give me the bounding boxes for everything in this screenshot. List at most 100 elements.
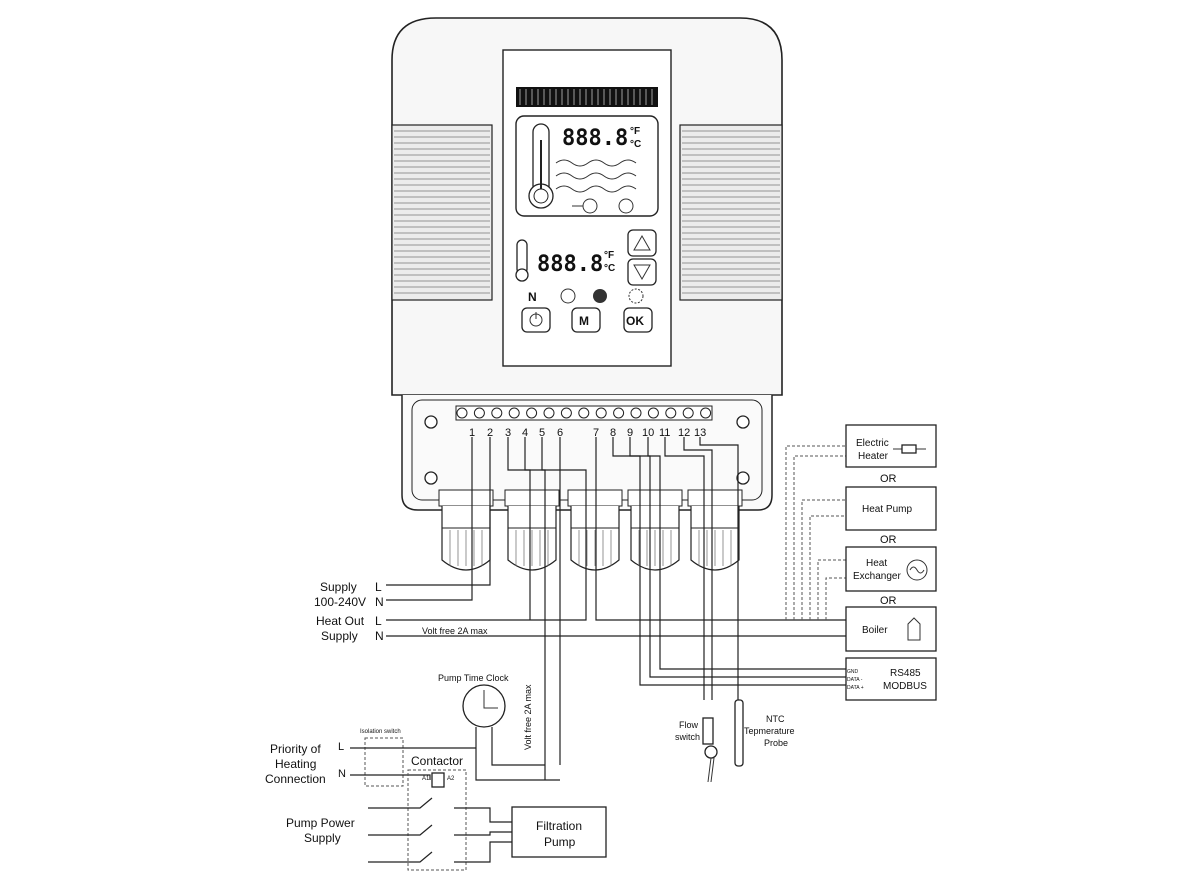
controller-housing: 888.8 °F °C 888.8 °F °C N [391, 17, 783, 396]
mode-button[interactable]: M [571, 307, 601, 333]
flow-switch-label-2: switch [675, 732, 700, 742]
ok-button-label: OK [626, 314, 644, 328]
boiler-box: Boiler [845, 606, 937, 652]
terminal-number-4: 4 [522, 427, 528, 439]
mode-button-label: M [579, 314, 589, 328]
gnd-label: GND [847, 669, 859, 675]
terminal-number-13: 13 [694, 427, 706, 439]
a2-label: A2 [447, 776, 455, 782]
filtration-label-1: Filtration [536, 819, 582, 833]
heat-out-label: Heat Out [316, 614, 365, 628]
screw-icon [736, 415, 750, 429]
supply-voltage-label: 100-240V [314, 595, 366, 609]
terminal-number-8: 8 [610, 427, 616, 439]
cable-gland [438, 489, 494, 571]
lower-temp-readout: 888.8 [537, 252, 603, 277]
indicator-dot-icon [618, 198, 634, 214]
terminal-number-1: 1 [469, 427, 475, 439]
unit-f-label-2: °F [604, 250, 614, 261]
ntc-label-2: Tepmerature [744, 726, 795, 736]
terminal-number-3: 3 [505, 427, 511, 439]
rs485-modbus-box: GND DATA - DATA + RS485 MODBUS [845, 657, 937, 701]
contactor-label: Contactor [411, 754, 463, 768]
flow-switch-label-1: Flow [679, 720, 699, 730]
electric-heater-box: Electric Heater [845, 424, 937, 468]
pump-power-label-1: Pump Power [286, 816, 355, 830]
cable-gland [504, 489, 560, 571]
terminal-number-6: 6 [557, 427, 563, 439]
data-minus-label: DATA - [847, 677, 863, 683]
fan-icon [593, 289, 607, 303]
priority-label-3: Connection [265, 772, 326, 786]
ntc-label-3: Probe [764, 738, 788, 748]
electric-heater-label-1: Electric [856, 438, 889, 449]
heat-exchanger-label-2: Exchanger [853, 571, 901, 582]
terminal-number-2: 2 [487, 427, 493, 439]
priority-label-2: Heating [275, 757, 316, 771]
terminal-number-5: 5 [539, 427, 545, 439]
up-arrow-icon [633, 234, 651, 251]
ntc-temperature-probe: NTC Tepmerature Probe [734, 699, 795, 767]
terminal-number-11: 11 [659, 427, 670, 439]
down-button[interactable] [627, 258, 657, 286]
contactor-coil [431, 772, 445, 788]
gear-icon [628, 288, 644, 304]
or-label-2: OR [880, 534, 897, 546]
terminal-number-10: 10 [642, 427, 654, 439]
supply-labels: Supply 100-240V L N Heat Out Supply L N … [314, 580, 488, 643]
boiler-icon [907, 617, 921, 641]
terminal-number-7: 7 [593, 427, 599, 439]
network-indicator: N [528, 290, 537, 304]
heat-pump-box: Heat Pump [845, 486, 937, 531]
or-label-3: OR [880, 595, 897, 607]
heat-exchanger-box: Heat Exchanger [845, 546, 937, 592]
volt-free-vertical-label: Volt free 2A max [523, 684, 533, 750]
unit-c-label: °C [630, 139, 641, 150]
terminal-number-12: 12 [678, 427, 690, 439]
heat-out-n-label: N [375, 629, 384, 643]
supply-label: Supply [320, 580, 357, 594]
boiler-label: Boiler [862, 625, 888, 636]
rs485-label: RS485 [890, 668, 921, 679]
power-button[interactable] [521, 307, 551, 333]
unit-c-label-2: °C [604, 263, 615, 274]
pump-time-clock-label: Pump Time Clock [438, 673, 509, 683]
cable-gland [567, 489, 623, 571]
electric-heater-label-2: Heater [858, 451, 889, 462]
data-plus-label: DATA + [847, 685, 864, 691]
small-thermometer-icon [515, 239, 529, 282]
ok-button[interactable]: OK [623, 307, 653, 333]
supply-n-label: N [375, 595, 384, 609]
clock-icon [560, 288, 576, 304]
heat-source-dashed-wires [785, 445, 848, 620]
cable-gland [627, 489, 683, 571]
or-label-1: OR [880, 473, 897, 485]
pump-icon [572, 198, 598, 214]
cable-gland [687, 489, 743, 571]
resistor-icon [893, 444, 926, 454]
pump-time-clock: Pump Time Clock Volt free 2A max [438, 673, 560, 781]
terminal-number-9: 9 [627, 427, 633, 439]
flow-switch: Flow switch [675, 717, 718, 783]
up-button[interactable] [627, 229, 657, 257]
contactor: Contactor A1 A2 Pump Power Supply [286, 754, 512, 871]
heat-out-l-label: L [375, 614, 382, 628]
filtration-pump-box: Filtration Pump [511, 806, 607, 858]
priority-l-label: L [338, 741, 344, 753]
left-grille [391, 124, 493, 301]
heat-pump-label: Heat Pump [862, 504, 912, 515]
heat-out-supply-label: Supply [321, 629, 358, 643]
priority-label-1: Priority of [270, 742, 321, 756]
isolation-switch-label: Isolation switch [360, 729, 401, 735]
water-waves-icon [555, 159, 637, 193]
priority-heating-connection: Priority of Heating Connection L N Isola… [265, 729, 476, 787]
screw-icon [736, 471, 750, 485]
right-grille [679, 124, 783, 301]
terminal-wires [386, 437, 850, 780]
isolation-switch [364, 737, 404, 787]
volt-free-label: Volt free 2A max [422, 626, 488, 636]
pump-power-label-2: Supply [304, 831, 341, 845]
upper-temp-readout: 888.8 [562, 126, 628, 151]
unit-f-label: °F [630, 126, 640, 137]
thermometer-icon [528, 123, 554, 209]
